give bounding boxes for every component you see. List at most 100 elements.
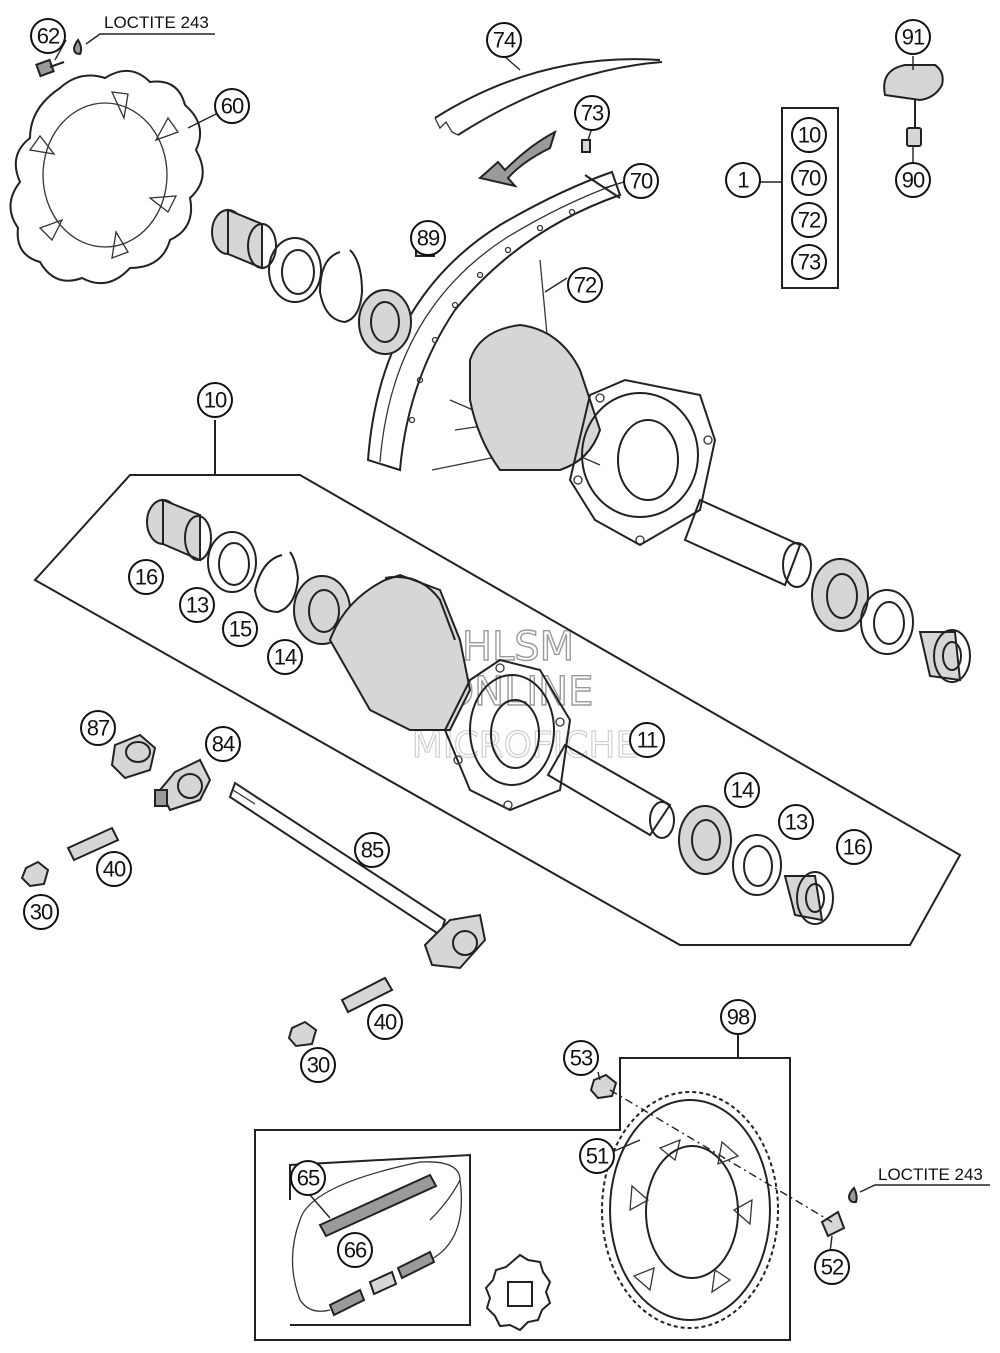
loctite-drop-icon-bottom [847,1186,858,1204]
spoke-nipple [581,139,591,153]
callout-87: 87 [80,710,116,746]
svg-text:14: 14 [731,778,754,803]
upper-seal [268,237,322,303]
callout-74: 74 [486,22,522,58]
lower-bearing-right [678,805,732,875]
callout-89: 89 [410,220,446,256]
hub-tube [546,743,675,839]
callout-72-rim: 72 [567,267,603,303]
adjuster-bolt-upper [66,826,120,862]
svg-text:66: 66 [344,1238,367,1263]
callout-84: 84 [205,726,241,762]
svg-text:10: 10 [204,388,227,413]
callout-53: 53 [563,1040,599,1076]
hub [328,573,572,812]
callout-90: 90 [895,162,931,198]
callout-30-upper: 30 [23,894,59,930]
svg-text:15: 15 [229,617,252,642]
svg-text:73: 73 [798,250,821,275]
callout-15: 15 [222,611,258,647]
axle [228,781,487,970]
callout-13-right: 13 [778,804,814,840]
watermark-line-1: HLSM [462,624,574,670]
svg-text:84: 84 [212,732,235,757]
svg-text:40: 40 [374,1010,397,1035]
brake-disc [9,70,204,285]
adjuster-nut-lower [287,1020,318,1048]
svg-text:52: 52 [821,1255,844,1280]
svg-text:11: 11 [637,728,659,753]
svg-text:14: 14 [274,645,297,670]
svg-text:30: 30 [307,1053,330,1078]
svg-text:72: 72 [574,273,597,298]
callout-70-rim: 70 [623,163,659,199]
callout-91: 91 [895,19,931,55]
svg-text:10: 10 [798,123,821,148]
lower-spacer-right [783,871,834,925]
lower-circlip [253,551,300,614]
callout-10: 10 [197,382,233,418]
rear-sprocket [601,1091,779,1329]
adjuster-bolt-lower [340,976,394,1014]
callout-66: 66 [337,1232,373,1268]
callout-11: 11 [629,722,665,758]
callout-16-right: 16 [836,829,872,865]
hub-assembly-outline [33,420,962,946]
upper-hub-tube [683,498,812,588]
svg-text:16: 16 [843,835,866,860]
rim-lock [883,64,944,147]
upper-right-bearing [811,558,869,632]
svg-text:73: 73 [581,101,604,126]
svg-text:60: 60 [221,94,244,119]
loctite-label-top: LOCTITE 243 [104,13,209,32]
svg-text:13: 13 [186,593,209,618]
chain-loop [291,1161,463,1317]
rim-band [434,58,663,136]
upper-spacer [211,208,277,270]
axle-nut-87 [110,733,157,780]
loctite-drop-icon [72,38,83,56]
callout-1: 1 [725,162,761,198]
adjuster-nut-upper [20,860,50,888]
drive-kit-outline [254,1035,791,1341]
callout-51: 51 [579,1138,615,1174]
chain-adjuster-84 [154,758,212,812]
callout-16-left: 16 [128,559,164,595]
upper-right-spacer [918,629,971,683]
svg-text:85: 85 [361,838,384,863]
svg-text:13: 13 [785,810,808,835]
lower-seal-left [207,531,257,593]
callout-kit-72: 72 [791,202,827,238]
callout-52: 52 [814,1249,850,1285]
svg-text:89: 89 [417,226,440,251]
callout-85: 85 [354,832,390,868]
svg-text:74: 74 [493,28,516,53]
callout-13-left: 13 [179,587,215,623]
wheel-rim-and-hub [366,170,717,547]
callout-kit-10: 10 [791,117,827,153]
svg-text:1: 1 [737,168,749,193]
svg-text:65: 65 [297,1166,320,1191]
svg-text:70: 70 [630,169,653,194]
kit-bracket-box [781,107,839,289]
upper-circlip [318,249,364,324]
svg-text:91: 91 [902,25,925,50]
svg-text:70: 70 [798,166,821,191]
upper-bearing [358,289,412,355]
callout-98: 98 [720,999,756,1035]
svg-text:72: 72 [798,208,821,233]
svg-text:62: 62 [37,24,60,49]
svg-text:53: 53 [570,1046,593,1071]
svg-text:30: 30 [30,900,53,925]
chain-box-outline [289,1153,471,1326]
lower-spacer-left [146,498,212,562]
callout-62: 62 [30,18,66,54]
callout-60: 60 [214,88,250,124]
callout-40-lower: 40 [367,1004,403,1040]
rotation-arrow-icon [477,130,557,188]
svg-text:51: 51 [586,1144,609,1169]
disc-bolt [35,38,83,78]
callout-14-left: 14 [267,639,303,675]
svg-text:87: 87 [87,716,110,741]
